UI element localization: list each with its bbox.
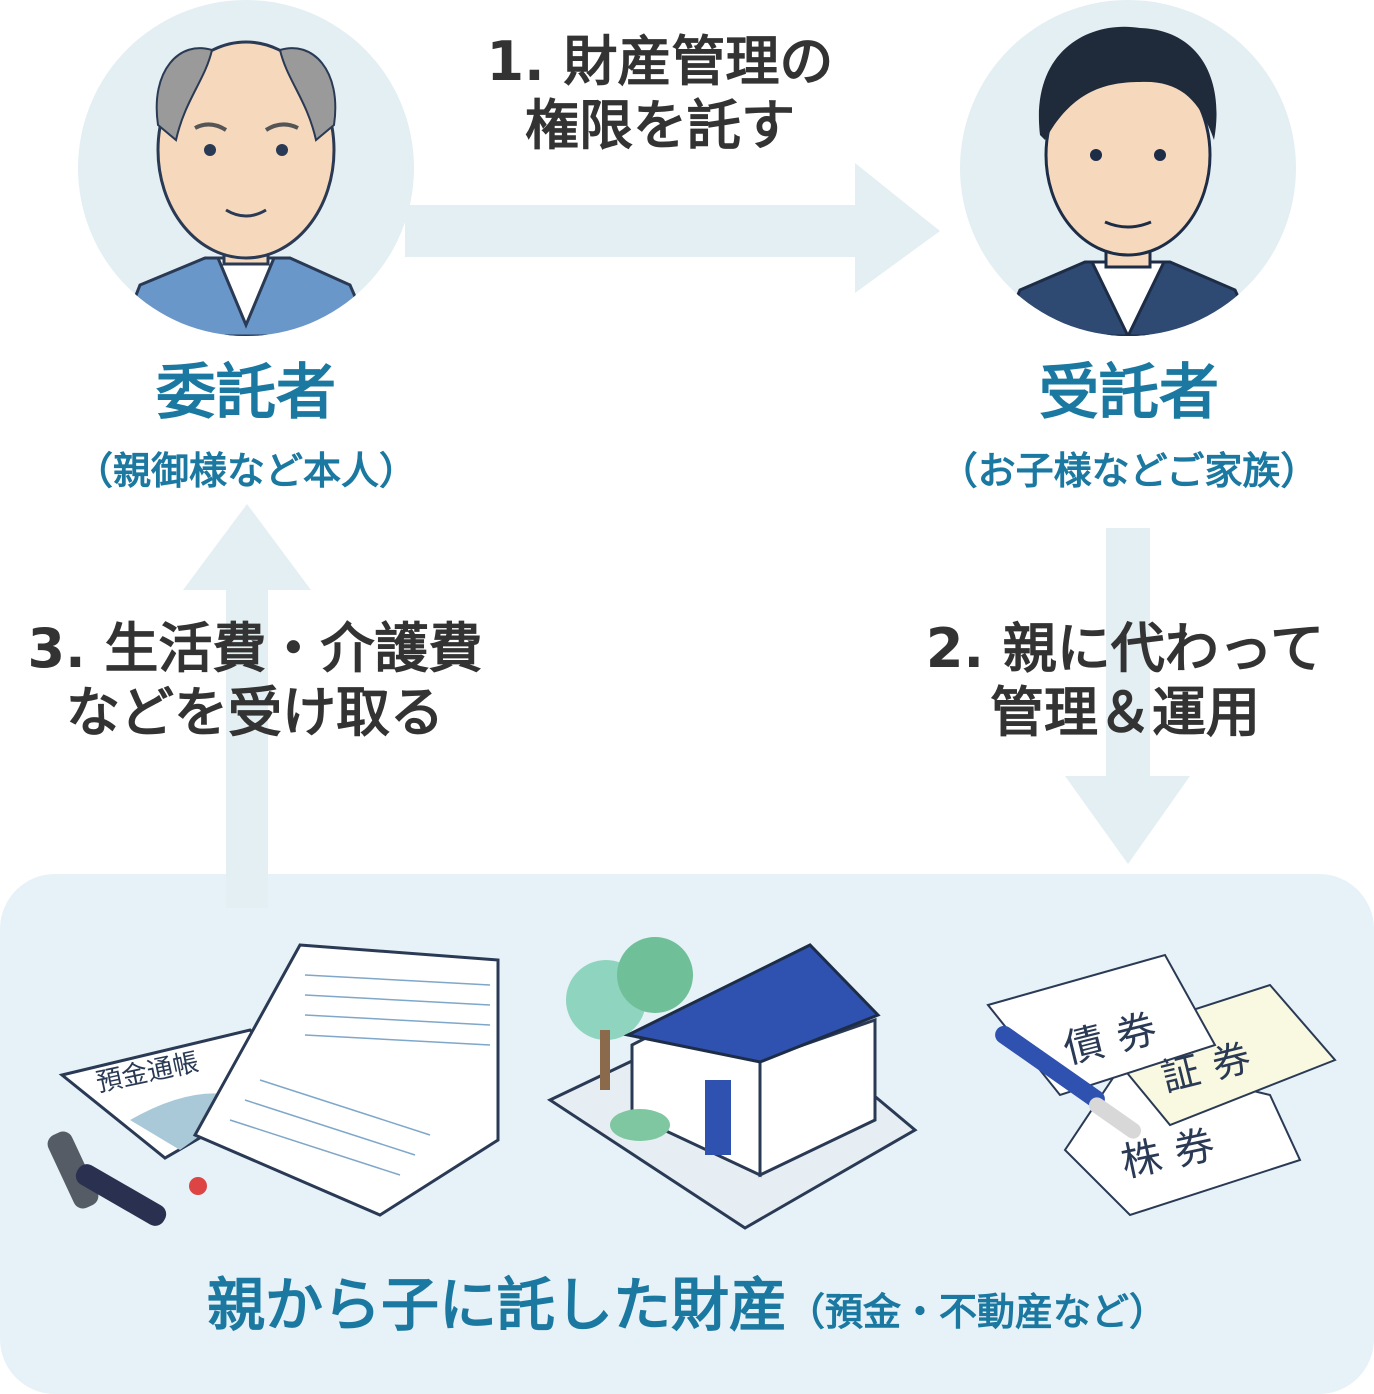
securities-illustration bbox=[986, 953, 1337, 1217]
step2-line2: 管理＆運用 bbox=[990, 681, 1260, 744]
step2-line1: 2. 親に代わって bbox=[925, 617, 1325, 680]
assets-caption: 親から子に託した財産（預金・不動産など） bbox=[0, 1258, 1374, 1342]
assets-caption-note: （預金・不動産など） bbox=[787, 1290, 1168, 1334]
settlor-avatar bbox=[78, 0, 414, 336]
assets-caption-main: 親から子に託した財産 bbox=[206, 1271, 787, 1339]
arrow-step2 bbox=[1065, 528, 1190, 864]
step1-line2: 権限を託す bbox=[525, 94, 795, 157]
step3-line2: などを受け取る bbox=[66, 681, 444, 744]
arrow-step1 bbox=[405, 163, 940, 293]
step3-line1: 3. 生活費・介護費 bbox=[27, 617, 483, 680]
trustee-label: 受託者 （お子様などご家族） bbox=[884, 358, 1374, 494]
passbook-illustration bbox=[47, 943, 500, 1226]
settlor-title: 委託者 bbox=[156, 358, 336, 428]
step1-label: 1. 財産管理の 権限を託す bbox=[440, 30, 880, 158]
trustee-subtitle: （お子様などご家族） bbox=[939, 449, 1319, 493]
arrow-step3 bbox=[183, 504, 311, 908]
trustee-avatar bbox=[960, 0, 1296, 336]
settlor-subtitle: （親御様など本人） bbox=[74, 449, 417, 493]
step2-label: 2. 親に代わって 管理＆運用 bbox=[895, 617, 1355, 745]
trustee-title: 受託者 bbox=[1039, 358, 1219, 428]
step1-line1: 1. 財産管理の bbox=[486, 30, 834, 93]
house-illustration bbox=[546, 937, 918, 1230]
settlor-label: 委託者 （親御様など本人） bbox=[0, 358, 492, 494]
step3-label: 3. 生活費・介護費 などを受け取る bbox=[0, 617, 510, 745]
